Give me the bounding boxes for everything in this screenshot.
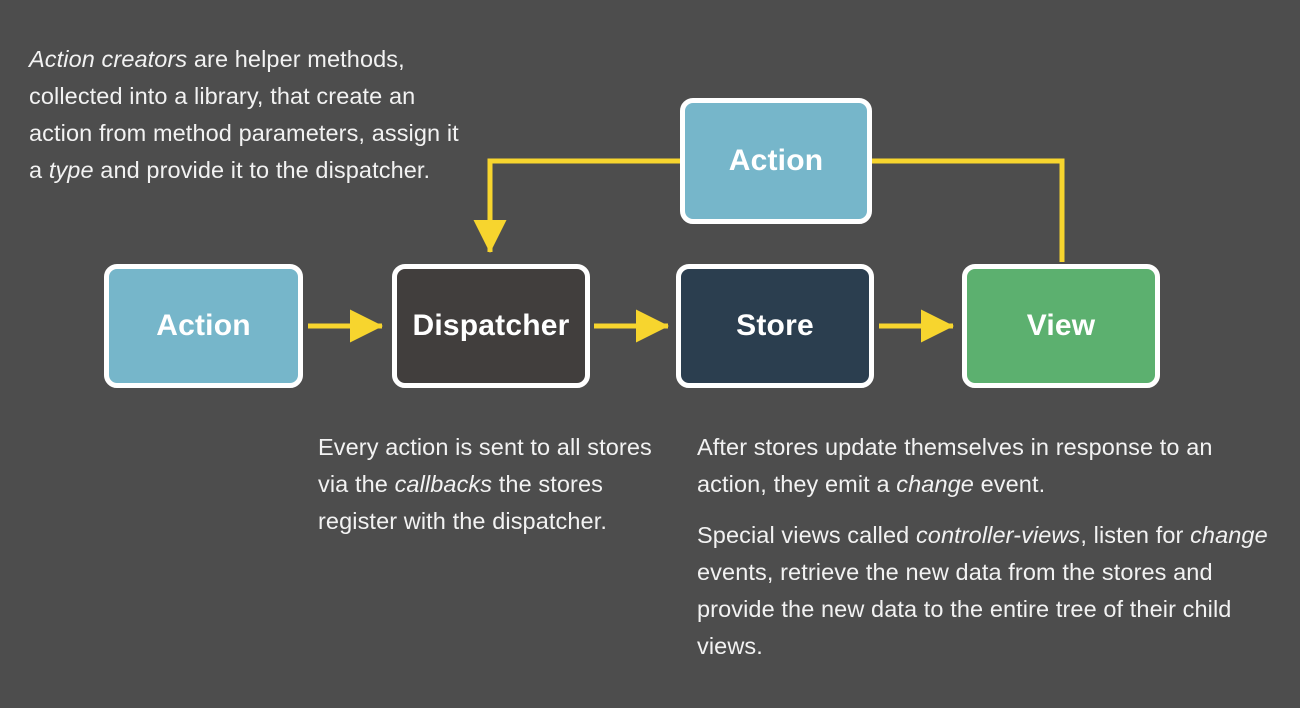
caption-emphasis-callbacks: callbacks (394, 471, 493, 497)
caption-emphasis-controller-views: controller-views (915, 522, 1081, 548)
caption-text: , listen for (1080, 522, 1191, 548)
caption-dispatcher-note: Every action is sent to all stores via t… (318, 429, 668, 540)
caption-text: Every action is sent to all stores via t… (318, 434, 659, 497)
caption-text: After stores update themselves in respon… (697, 434, 1220, 497)
caption-text: events, retrieve the new data from the s… (697, 522, 1275, 659)
caption-text: the stores register with the dispatcher. (318, 471, 610, 534)
caption-emphasis-type: type (48, 157, 94, 183)
node-label: Dispatcher (412, 309, 570, 342)
node-label: Action (728, 144, 824, 177)
caption-text: Special views called (697, 522, 916, 548)
node-label: Store (736, 309, 814, 342)
caption-text: event. (973, 471, 1046, 497)
node-store[interactable]: Store (676, 264, 874, 388)
caption-controller-views: Special views called controller-views, l… (697, 517, 1272, 665)
caption-emphasis-change: change (896, 471, 974, 497)
caption-emphasis-change: change (1190, 522, 1268, 548)
caption-text: and provide it to the dispatcher. (93, 157, 431, 183)
caption-emphasis-action-creators: Action creators (29, 46, 188, 72)
node-label: Action (156, 309, 251, 342)
caption-store-change: After stores update themselves in respon… (697, 429, 1272, 503)
node-action-top[interactable]: Action (680, 98, 872, 224)
node-action-left[interactable]: Action (104, 264, 303, 388)
node-label: View (1026, 309, 1096, 342)
node-dispatcher[interactable]: Dispatcher (392, 264, 590, 388)
caption-action-creators: Action creators are helper methods, coll… (29, 41, 469, 189)
node-view[interactable]: View (962, 264, 1160, 388)
caption-text: are helper methods, collected into a lib… (29, 46, 466, 183)
